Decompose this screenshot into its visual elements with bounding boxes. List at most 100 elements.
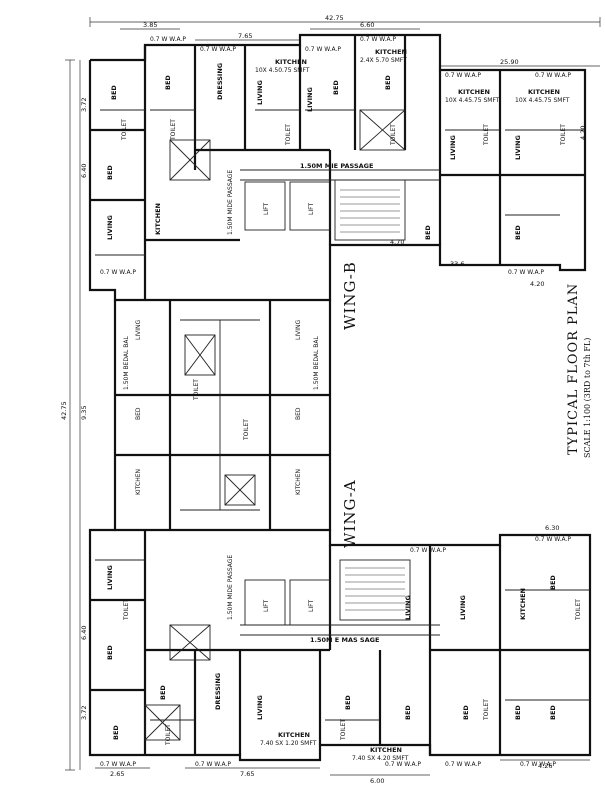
label-bed: BED — [106, 645, 114, 660]
window-tag: 0.7 W W.A.P — [445, 72, 481, 79]
label-kitchen-b4-size: 10X 4.45.75 SMFT — [515, 97, 570, 104]
label-toilet: TOILET — [340, 719, 347, 741]
label-passage-wing-b-vertical: 1.50M MIDE PASSAGE — [227, 170, 234, 235]
dim-top-right-span: 25.90 — [500, 58, 519, 66]
label-bed: BED — [424, 225, 432, 240]
label-living: LIVING — [306, 87, 314, 112]
label-bed: BED — [135, 407, 142, 420]
label-lift: LIFT — [263, 203, 270, 215]
label-balcony: 1.50M BEDAL BAL — [123, 336, 130, 390]
window-tag: 0.7 W W.A.P — [410, 547, 446, 554]
label-kitchen-a2-size: 7.40 SX 4.20 SMFT — [352, 755, 409, 762]
label-bed: BED — [164, 75, 172, 90]
duct — [359, 109, 406, 151]
label-kitchen-b2: KITCHEN — [375, 48, 407, 56]
label-kitchen-b1: KITCHEN — [275, 58, 307, 66]
label-bed: BED — [332, 80, 340, 95]
label-kitchen: KITCHEN — [154, 203, 162, 235]
label-living: LIVING — [449, 135, 457, 160]
label-living: LIVING — [459, 595, 467, 620]
lift-box — [244, 579, 286, 626]
label-bed: BED — [384, 75, 392, 90]
window-tag: 0.7 W W.A.P — [508, 269, 544, 276]
label-bed: BED — [295, 407, 302, 420]
label-kitchen: KITCHEN — [519, 588, 527, 620]
dim-bottom-seg-3: 6.00 — [370, 777, 384, 785]
label-toilet: TOILET — [170, 119, 177, 141]
label-kitchen-b2-size: 2.4X 5.70 SMFT — [360, 57, 407, 64]
window-tag: 0.7 W W.A.P — [305, 46, 341, 53]
label-living: LIVING — [404, 595, 412, 620]
label-bed: BED — [344, 695, 352, 710]
label-toilet: TOILET — [243, 419, 250, 441]
label-toilet: TOILET — [193, 379, 200, 401]
wing-a-label: WING-A — [341, 479, 359, 548]
dim-top-seg-3: 6.60 — [360, 21, 374, 29]
label-toilet: TOILET — [560, 124, 567, 146]
dim-left-seg-4: 6.40 — [80, 626, 88, 640]
label-toilet: TOILET — [575, 599, 582, 621]
dim-left-overall: 42.75 — [60, 401, 68, 420]
label-kitchen-b4: KITCHEN — [528, 88, 560, 96]
wing-b-block: 1.50M MIE PASSAGE 1.50M MIDE PASSAGE LIF… — [88, 33, 587, 302]
window-tag: 0.7 W W.A.P — [360, 36, 396, 43]
label-bed: BED — [404, 705, 412, 720]
dim-top-seg-2: 7.65 — [238, 32, 252, 40]
label-toilet: TOILET — [285, 124, 292, 146]
label-bed: BED — [112, 725, 120, 740]
label-toilet: TOILET — [483, 124, 490, 146]
label-living: LIVING — [295, 320, 302, 340]
label-toilet: TOILET — [165, 724, 172, 746]
window-tag: 0.7 W W.A.P — [445, 761, 481, 768]
label-bed: BED — [549, 575, 557, 590]
lift-box — [244, 181, 286, 231]
label-toilet: TOILET — [390, 124, 397, 146]
dim-left-seg-2: 6.40 — [80, 164, 88, 178]
dim-left-seg-3: 9.35 — [80, 406, 88, 420]
label-bed: BED — [110, 85, 118, 100]
drawing-title-block: TYPICAL FLOOR PLAN SCALE 1:100 (3RD to 7… — [566, 283, 592, 458]
label-lift: LIFT — [308, 600, 315, 612]
label-bed: BED — [514, 705, 522, 720]
label-toilet: TOILET — [123, 599, 130, 621]
label-bed: BED — [106, 165, 114, 180]
window-tag: 0.7 W W.A.P — [520, 761, 556, 768]
label-toilet: TOILET — [483, 699, 490, 721]
label-passage-wing-b: 1.50M MIE PASSAGE — [300, 162, 373, 170]
label-kitchen-b1-size: 10X 4.50.75 SMFT — [255, 67, 310, 74]
window-tag: 0.7 W W.A.P — [200, 46, 236, 53]
staircase — [339, 559, 411, 621]
label-living: LIVING — [106, 565, 114, 590]
plan-title: TYPICAL FLOOR PLAN — [566, 283, 581, 455]
lift-box — [289, 181, 331, 231]
label-living: LIVING — [256, 695, 264, 720]
window-tag: 0.7 W W.A.P — [385, 761, 421, 768]
label-bed: BED — [159, 685, 167, 700]
label-kitchen: KITCHEN — [135, 469, 142, 495]
label-passage-wing-a: 1.50M E MAS SAGE — [310, 636, 379, 644]
label-living: LIVING — [106, 215, 114, 240]
label-bed: BED — [549, 705, 557, 720]
label-kitchen-b3-size: 10X 4.45.75 SMFT — [445, 97, 500, 104]
label-kitchen-a2: KITCHEN — [370, 746, 402, 754]
dim-right-seg-1: 4.20 — [579, 126, 587, 140]
dim-mid-1: 4.70 — [390, 238, 404, 246]
label-living: LIVING — [135, 320, 142, 340]
dim-bottom-seg-2: 7.65 — [240, 770, 254, 778]
label-living: LIVING — [514, 135, 522, 160]
window-tag: 0.7 W W.A.P — [535, 72, 571, 79]
dim-bottom-seg-4: 4.26 — [538, 762, 552, 770]
label-lift: LIFT — [263, 600, 270, 612]
staircase — [334, 179, 406, 241]
label-lift: LIFT — [308, 203, 315, 215]
dim-right-seg-2: 4.20 — [530, 280, 544, 288]
label-kitchen: KITCHEN — [295, 469, 302, 495]
dim-top-overall: 42.75 — [325, 14, 344, 22]
label-kitchen-a1: KITCHEN — [278, 731, 310, 739]
window-tag: 0.7 W W.A.P — [100, 761, 136, 768]
label-dressing: DRESSING — [214, 673, 222, 710]
label-dressing: DRESSING — [216, 63, 224, 100]
window-tag: 0.7 W W.A.P — [100, 269, 136, 276]
label-bed: BED — [514, 225, 522, 240]
